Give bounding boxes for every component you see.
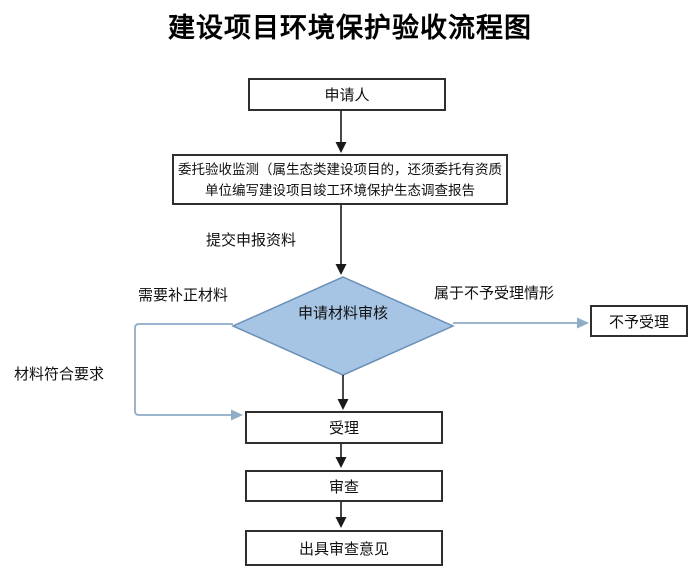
node-applicant-label: 申请人	[324, 87, 370, 104]
page-title: 建设项目环境保护验收流程图	[168, 13, 532, 43]
arrow-review-loop-accept	[134, 323, 233, 416]
node-entrust-line1: 委托验收监测（属生态类建设项目的，还须委托有资质	[178, 161, 502, 177]
node-entrust-monitoring: 委托验收监测（属生态类建设项目的，还须委托有资质 单位编写建设项目竣工环境保护生…	[172, 154, 508, 205]
arrowhead-applicant-entrust	[335, 142, 347, 153]
arrowhead-loop-accept	[231, 409, 243, 421]
node-issue-opinion: 出具审查意见	[245, 530, 443, 566]
node-accepted-label: 受理	[328, 420, 359, 437]
node-examine-label: 审查	[328, 478, 359, 496]
arrowhead-examine-opinion	[335, 517, 347, 528]
arrowhead-review-accept	[337, 399, 349, 410]
node-material-review-label: 申请材料审核	[297, 305, 388, 322]
edge-label-material-ok: 材料符合要求	[14, 366, 105, 383]
arrowhead-entrust-review	[335, 264, 347, 275]
node-not-accepted: 不予受理	[590, 305, 688, 337]
edge-label-not-accept-case: 属于不予受理情形	[434, 285, 555, 302]
edge-label-need-supplement: 需要补正材料	[138, 287, 229, 304]
arrowhead-accept-examine	[335, 457, 347, 468]
node-examine: 审查	[245, 470, 443, 502]
node-entrust-line2: 单位编写建设项目竣工环境保护生态调查报告	[205, 182, 475, 198]
node-accepted: 受理	[245, 411, 443, 444]
node-applicant: 申请人	[248, 78, 446, 111]
node-not-accepted-label: 不予受理	[608, 313, 669, 331]
decision-diamond	[231, 276, 455, 376]
node-issue-opinion-label: 出具审查意见	[298, 540, 389, 558]
edge-label-submit-materials: 提交申报资料	[206, 232, 297, 249]
arrowhead-review-reject	[577, 317, 589, 329]
